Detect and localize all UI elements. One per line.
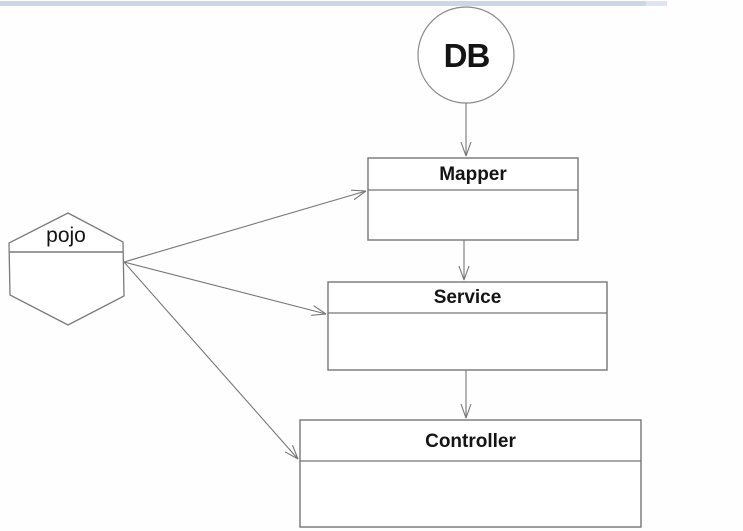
controller-box — [299, 419, 642, 528]
window-top-bar — [0, 1, 646, 6]
mapper-box — [367, 157, 579, 241]
edge-pojo-to-mapper — [123, 189, 367, 263]
pojo-hexagon — [8, 212, 125, 326]
db-circle — [417, 6, 515, 104]
edge-pojo-to-controller — [123, 261, 299, 460]
window-top-bar-tail — [646, 1, 667, 6]
service-box — [327, 281, 608, 371]
edge-pojo-to-service — [123, 261, 327, 316]
